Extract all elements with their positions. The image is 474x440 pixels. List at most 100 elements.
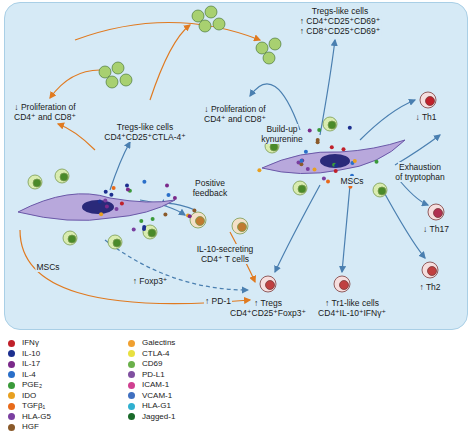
- illustration-shape: [105, 204, 109, 208]
- arrows: [20, 23, 440, 304]
- label: ↑ Tr1-like cells: [324, 298, 380, 308]
- illustration-shape: [120, 74, 132, 86]
- legend-swatch: [8, 340, 15, 347]
- label: ↓ Th17: [422, 224, 450, 234]
- illustration-shape: [190, 212, 206, 228]
- illustration-shape: [28, 175, 42, 189]
- illustration-shape: [98, 200, 102, 204]
- illustration-shape: [257, 168, 261, 172]
- legend-text: VCAM-1: [142, 391, 172, 401]
- label: kynurenine: [260, 134, 304, 144]
- label: CD4⁺CD25⁺CTLA-4⁺: [103, 132, 186, 142]
- label: Tregs-like cells: [116, 122, 174, 132]
- illustration-shape: [334, 164, 338, 168]
- label: CD4⁺IL-10⁺IFNγ⁺: [317, 308, 387, 318]
- label: ↑ Foxp3⁺: [132, 276, 169, 286]
- illustration-shape: [115, 207, 119, 211]
- illustration-shape: [55, 169, 69, 183]
- label: CD4⁺ T cells: [200, 254, 250, 264]
- illustration-shape: [269, 38, 281, 50]
- label: ↑ Tregs: [253, 298, 283, 308]
- illustration-shape: [104, 190, 108, 194]
- legend-text: HGF: [22, 422, 39, 432]
- illustration-shape: [422, 262, 438, 278]
- illustration-shape: [99, 66, 111, 78]
- illustration-shape: [256, 42, 268, 54]
- illustration-shape: [58, 124, 95, 150]
- illustration-shape: [151, 217, 155, 221]
- illustration-shape: [326, 180, 330, 184]
- illustration-shape: [262, 140, 405, 174]
- illustration-shape: [196, 217, 205, 226]
- illustration-shape: [142, 180, 146, 184]
- illustration-shape: [320, 154, 350, 168]
- legend-swatch: [128, 382, 135, 389]
- label: ↑ CD4⁺CD25⁺CD69⁺: [299, 16, 382, 26]
- illustration-shape: [353, 159, 357, 163]
- illustration-shape: [263, 52, 275, 64]
- illustration-shape: [112, 62, 124, 74]
- illustration-shape: [293, 181, 307, 195]
- illustration-shape: [20, 230, 250, 304]
- illustration-shape: [192, 209, 196, 213]
- legend-swatch: [128, 350, 135, 357]
- illustration-shape: [375, 160, 379, 164]
- label: feedback: [192, 188, 229, 198]
- legend-swatch: [128, 392, 135, 399]
- illustration-shape: [68, 235, 76, 243]
- illustration-shape: [188, 214, 192, 218]
- illustration-shape: [348, 126, 352, 130]
- illustration-shape: [334, 169, 338, 173]
- illustration-shape: [232, 218, 248, 234]
- illustration-shape: [163, 212, 167, 216]
- illustration-shape: [106, 76, 118, 88]
- illustration-shape: [112, 186, 116, 190]
- illustration-shape: [434, 209, 443, 218]
- illustration-shape: [342, 147, 346, 151]
- t-cell: [28, 117, 387, 249]
- illustration-shape: [313, 167, 317, 171]
- legend-text: IL-10: [22, 349, 40, 359]
- legend-swatch: [128, 371, 135, 378]
- label: Tregs-like cells: [311, 6, 369, 16]
- legend-swatch: [8, 392, 15, 399]
- molecule-dots: [98, 126, 379, 232]
- illustration-shape: [300, 158, 304, 162]
- label: Build-up: [265, 124, 298, 134]
- illustration-shape: [199, 20, 211, 32]
- legend-swatch: [8, 413, 15, 420]
- illustration-shape: [420, 92, 436, 108]
- legend-swatch: [128, 413, 135, 420]
- illustration-shape: [33, 179, 41, 187]
- illustration-shape: [148, 229, 156, 237]
- illustration-shape: [108, 235, 122, 249]
- illustration-shape: [132, 228, 136, 232]
- label: CD4⁺ and CD8⁺: [203, 114, 267, 124]
- legend-swatch: [8, 424, 15, 431]
- legend-swatch: [8, 361, 15, 368]
- label: ↓ Th1: [414, 112, 437, 122]
- label: IL-10-secreting: [196, 244, 255, 254]
- illustration-shape: [322, 177, 326, 181]
- illustration-shape: [173, 196, 177, 200]
- illustration-shape: [150, 25, 190, 100]
- label: Exhaustion: [398, 162, 442, 172]
- illustration-shape: [378, 187, 386, 195]
- illustration-shape: [167, 193, 171, 197]
- illustration-shape: [266, 281, 275, 290]
- legend-text: ICAM-1: [142, 380, 169, 390]
- illustration-shape: [380, 185, 425, 258]
- illustration-shape: [428, 204, 444, 220]
- illustration-shape: [143, 225, 157, 239]
- cell-cluster: [99, 6, 281, 88]
- legend-swatch: [128, 361, 135, 368]
- label: ↓ Proliferation of: [13, 102, 76, 112]
- illustration-shape: [330, 145, 334, 149]
- illustration-shape: [142, 227, 146, 231]
- illustration-shape: [205, 6, 217, 18]
- label: MSCs: [35, 262, 60, 272]
- illustration-shape: [238, 223, 247, 232]
- illustration-shape: [270, 143, 278, 151]
